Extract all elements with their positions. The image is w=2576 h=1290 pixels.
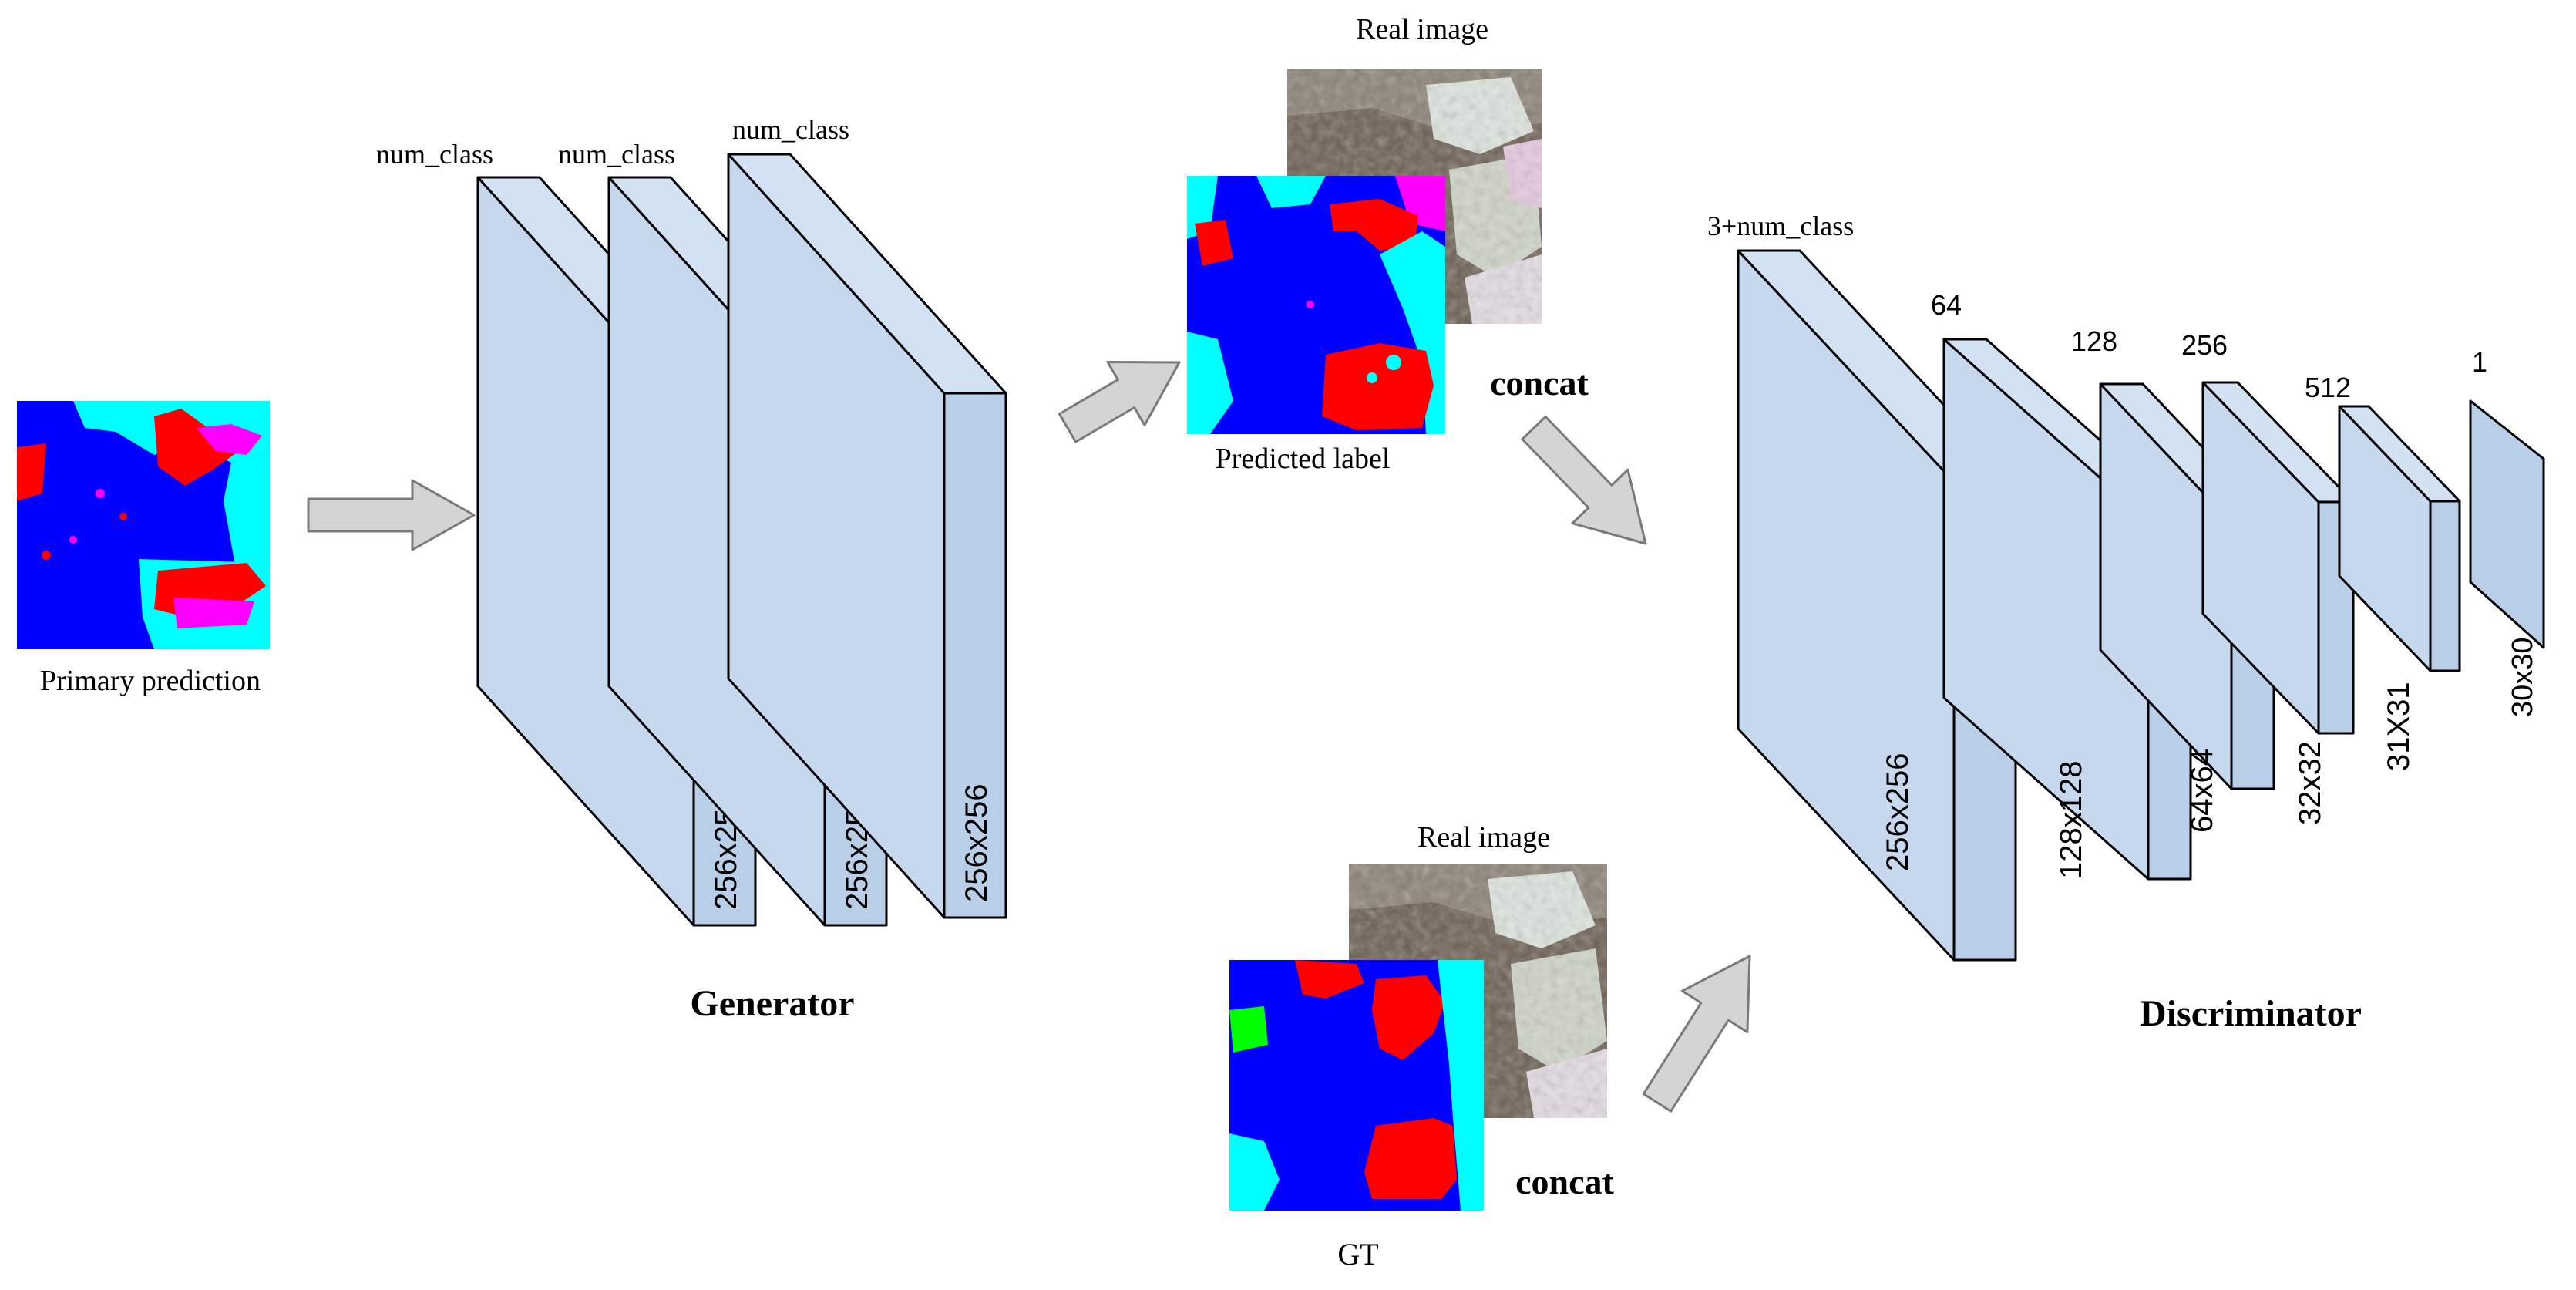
discriminator-layer-6-channel-label: 1 (2472, 346, 2487, 378)
generator-layer-3-channel-label: num_class (732, 114, 849, 145)
discriminator-layer-6-front-face (2469, 399, 2545, 649)
discriminator-stack: 3+num_class 256x256 64 128x128 128 64x64 256 32… (1707, 211, 2545, 962)
generator-layer-3-size-label: 256x256 (960, 784, 994, 902)
predicted-concat-label: concat (1490, 363, 1589, 402)
discriminator-layer-3-channel-label: 128 (2071, 325, 2117, 357)
generator-layer-3: num_class 256x256 (727, 114, 1007, 919)
generator-stack: num_class256x256num_class256x256num_clas… (376, 114, 1007, 927)
discriminator-layer-1-size-label: 256x256 (1881, 753, 1915, 871)
gt-label-image (1229, 960, 1484, 1211)
discriminator-layer-2-size-label: 128x128 (2054, 761, 2088, 879)
discriminator-layer-5-front-face (2429, 500, 2461, 672)
gt-label-caption: GT (1337, 1237, 1378, 1271)
flow-arrows (307, 360, 1751, 1113)
discriminator-title: Discriminator (2140, 993, 2362, 1034)
discriminator-layer-5-size-label: 31X31 (2382, 682, 2416, 771)
gt-concat-label: concat (1515, 1162, 1614, 1201)
predicted-label-image (1187, 176, 1445, 434)
discriminator-layer-4-channel-label: 256 (2181, 329, 2228, 361)
discriminator-layer-3-size-label: 64x64 (2185, 749, 2219, 833)
discriminator-layer-1-channel-label: 3+num_class (1707, 211, 1854, 241)
arrow-to-predicted-pair (1058, 360, 1181, 443)
discriminator-layer-6-size-label: 30x30 (2507, 637, 2539, 717)
discriminator-layer-6: 1 30x30 (2469, 346, 2545, 717)
gt-real-image-caption: Real image (1417, 821, 1550, 854)
generator-title: Generator (690, 983, 854, 1024)
discriminator-layer-4-size-label: 32x32 (2293, 741, 2327, 825)
generator-layer-1-channel-label: num_class (376, 139, 493, 170)
predicted-label-caption: Predicted label (1216, 443, 1391, 475)
discriminator-layer-5: 512 31X31 (2305, 372, 2461, 771)
generator-layer-3-front-face (943, 392, 1007, 919)
arrow-gt-to-discriminator (1642, 955, 1751, 1113)
discriminator-layer-4: 256 32x32 (2181, 329, 2355, 825)
predicted-real-image-caption: Real image (1356, 13, 1488, 45)
primary-prediction-caption: Primary prediction (40, 665, 261, 697)
discriminator-layer-2-channel-label: 64 (1931, 289, 1962, 321)
generator-layer-2-channel-label: num_class (558, 139, 675, 170)
arrow-predicted-to-discriminator (1521, 415, 1647, 545)
primary-prediction-image (17, 401, 270, 649)
discriminator-layer-5-channel-label: 512 (2305, 372, 2351, 403)
arrow-to-generator (307, 479, 476, 551)
